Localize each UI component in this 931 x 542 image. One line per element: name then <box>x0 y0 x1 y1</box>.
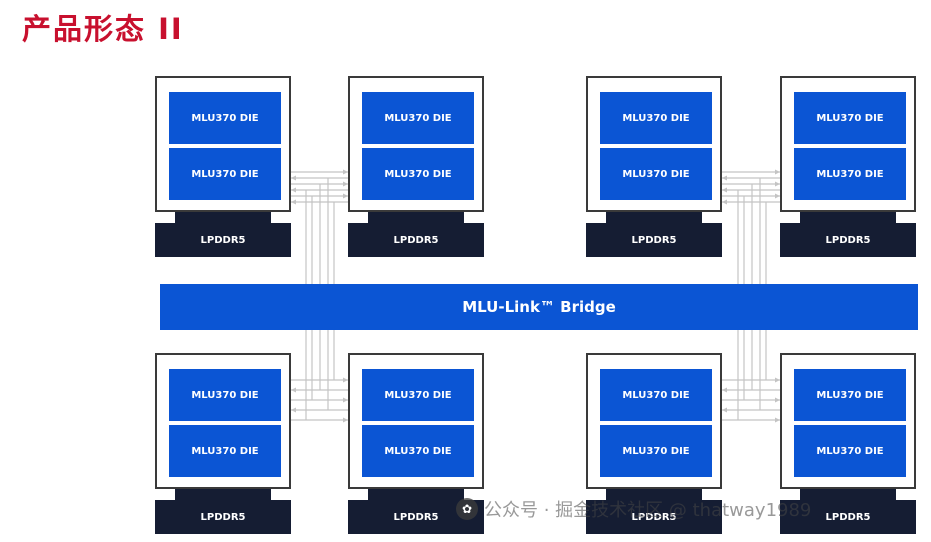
die-label: MLU370 DIE <box>169 425 281 477</box>
die-label: MLU370 DIE <box>362 92 474 144</box>
mlu-link-bridge: MLU-Link™ Bridge <box>160 284 918 330</box>
watermark-text: 公众号 · 掘金技术社区 @ thatway1989 <box>484 500 812 521</box>
memory-block: LPDDR5 <box>780 500 916 534</box>
accelerator-card: MLU370 DIE MLU370 DIE <box>348 353 484 489</box>
die-label: MLU370 DIE <box>794 425 906 477</box>
accelerator-card: MLU370 DIE MLU370 DIE <box>586 76 722 212</box>
die-label: MLU370 DIE <box>362 369 474 421</box>
die-label: MLU370 DIE <box>600 148 712 200</box>
die-label: MLU370 DIE <box>794 92 906 144</box>
die-label: MLU370 DIE <box>362 425 474 477</box>
slide-title: 产品形态 II <box>22 12 184 46</box>
accelerator-card: MLU370 DIE MLU370 DIE <box>348 76 484 212</box>
memory-block: LPDDR5 <box>780 223 916 257</box>
memory-connector <box>800 489 896 501</box>
die-label: MLU370 DIE <box>169 148 281 200</box>
die-label: MLU370 DIE <box>169 369 281 421</box>
wechat-logo-icon: ✿ <box>456 498 478 520</box>
memory-connector <box>606 212 702 224</box>
accelerator-card: MLU370 DIE MLU370 DIE <box>155 353 291 489</box>
memory-connector <box>800 212 896 224</box>
watermark: ✿ 公众号 · 掘金技术社区 @ thatway1989 <box>456 496 811 522</box>
memory-block: LPDDR5 <box>586 500 722 534</box>
memory-block: LPDDR5 <box>155 500 291 534</box>
die-label: MLU370 DIE <box>600 92 712 144</box>
memory-block: LPDDR5 <box>348 223 484 257</box>
memory-connector <box>175 212 271 224</box>
die-label: MLU370 DIE <box>600 369 712 421</box>
memory-connector <box>606 489 702 501</box>
die-label: MLU370 DIE <box>169 92 281 144</box>
memory-block: LPDDR5 <box>155 223 291 257</box>
memory-connector <box>368 212 464 224</box>
accelerator-card: MLU370 DIE MLU370 DIE <box>155 76 291 212</box>
accelerator-card: MLU370 DIE MLU370 DIE <box>780 353 916 489</box>
memory-block: LPDDR5 <box>586 223 722 257</box>
die-label: MLU370 DIE <box>600 425 712 477</box>
memory-connector <box>368 489 464 501</box>
memory-connector <box>175 489 271 501</box>
accelerator-card: MLU370 DIE MLU370 DIE <box>780 76 916 212</box>
die-label: MLU370 DIE <box>794 369 906 421</box>
die-label: MLU370 DIE <box>794 148 906 200</box>
die-label: MLU370 DIE <box>362 148 474 200</box>
accelerator-card: MLU370 DIE MLU370 DIE <box>586 353 722 489</box>
